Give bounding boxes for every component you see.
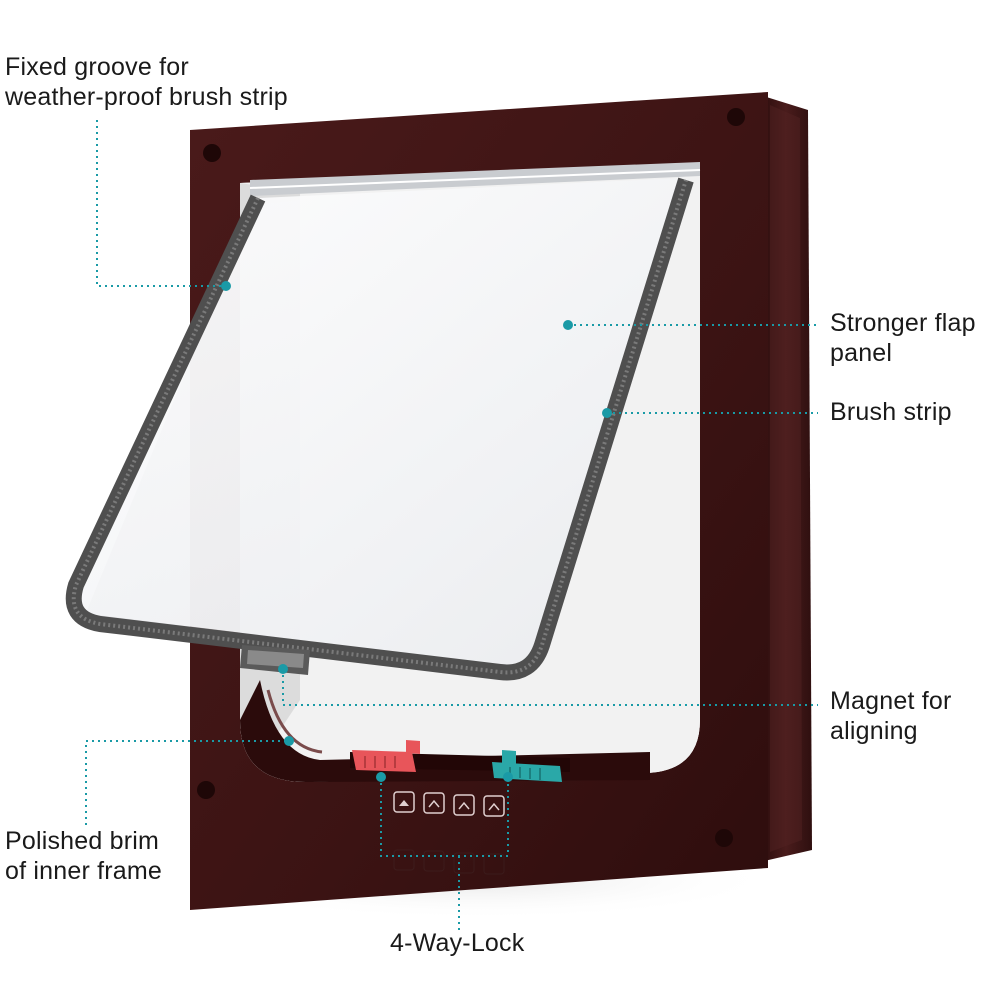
- callout-lines: [85, 120, 818, 930]
- brush-strip-texture: [71, 179, 688, 675]
- open-icon: [483, 795, 505, 817]
- callout-four-way-lock-line-1: 4-Way-Lock: [390, 929, 525, 957]
- screw-hole-bottom-right: [715, 829, 733, 847]
- callout-magnet-line-2: aligning: [830, 717, 918, 745]
- hinge-highlight: [249, 169, 701, 189]
- polished-brim-highlight: [266, 689, 323, 754]
- lock-slider-red[interactable]: [352, 740, 420, 772]
- callout-polished-brim-line-2: of inner frame: [5, 857, 163, 885]
- lock-icon: [393, 791, 415, 813]
- callout-polished-brim: Polished brim of inner frame: [5, 826, 162, 886]
- callout-fixed-groove: Fixed groove for weather-proof brush str…: [5, 52, 288, 112]
- callout-brush-strip: Brush strip: [830, 397, 952, 427]
- dot-lock-teal: [503, 772, 513, 782]
- flap-panel: [74, 178, 682, 668]
- frame-side-inner: [770, 105, 802, 852]
- dot-brim: [284, 736, 294, 746]
- dot-lock-red: [376, 772, 386, 782]
- callout-polished-brim-line-1: Polished brim: [5, 827, 160, 855]
- screw-hole-top-left: [203, 144, 221, 162]
- screw-hole-top-right: [727, 108, 745, 126]
- outer-frame: [190, 92, 768, 910]
- callout-flap-panel: Stronger flap panel: [830, 308, 976, 368]
- dot-brush-strip: [602, 408, 612, 418]
- lock-mode-icons: [393, 791, 505, 817]
- callout-fixed-groove-line-2: weather-proof brush strip: [5, 83, 288, 111]
- callout-fixed-groove-line-1: Fixed groove for: [5, 53, 189, 81]
- callout-four-way-lock: 4-Way-Lock: [390, 928, 524, 958]
- dot-flap-panel: [563, 320, 573, 330]
- dot-magnet: [278, 664, 288, 674]
- callout-brush-strip-line-1: Brush strip: [830, 398, 952, 426]
- callout-dots: [221, 281, 612, 782]
- callout-flap-panel-line-1: Stronger flap: [830, 309, 976, 337]
- callout-magnet-line-1: Magnet for: [830, 687, 952, 715]
- inner-brim: [240, 680, 650, 783]
- callout-magnet: Magnet for aligning: [830, 686, 952, 746]
- out-only-icon: [453, 794, 475, 816]
- in-only-icon: [423, 792, 445, 814]
- screw-hole-bottom-left: [197, 781, 215, 799]
- magnet: [247, 650, 304, 668]
- icon-reflection: [393, 849, 505, 875]
- callout-flap-panel-line-2: panel: [830, 339, 893, 367]
- dot-groove: [221, 281, 231, 291]
